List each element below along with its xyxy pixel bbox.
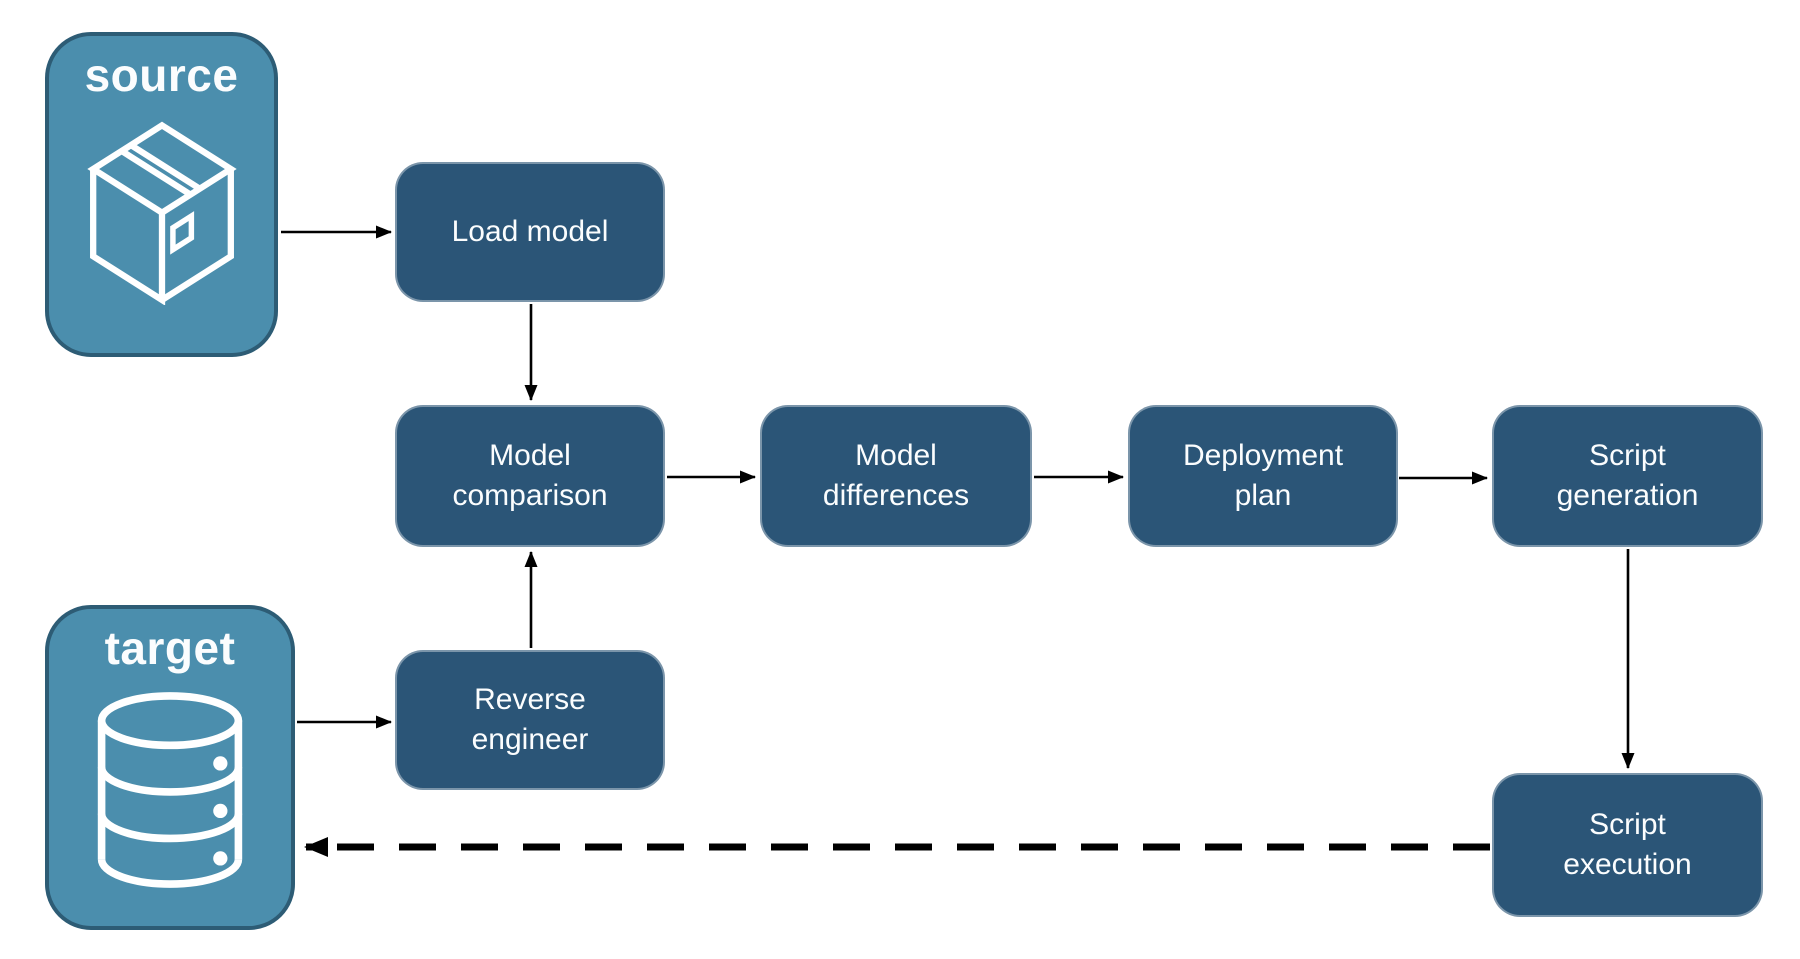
step-model-differences: Model differences [760, 405, 1032, 547]
step-load-model: Load model [395, 162, 665, 302]
step-script-execution-label: Script execution [1563, 808, 1692, 881]
step-reverse-engineer: Reverse engineer [395, 650, 665, 790]
step-model-differences-label: Model differences [822, 439, 970, 512]
database-icon [97, 692, 243, 889]
target-node-label: target [104, 622, 236, 674]
source-node: source [45, 32, 278, 357]
step-deployment-plan-label: Deployment plan [1182, 439, 1344, 512]
package-icon [86, 121, 237, 306]
step-load-model-label: Load model [451, 215, 609, 249]
step-model-comparison: Model comparison [395, 405, 665, 547]
step-deployment-plan: Deployment plan [1128, 405, 1398, 547]
step-script-execution: Script execution [1492, 773, 1763, 917]
step-script-generation-label: Script generation [1556, 439, 1699, 512]
step-script-generation: Script generation [1492, 405, 1763, 547]
step-model-comparison-label: Model comparison [452, 439, 608, 512]
step-reverse-engineer-label: Reverse engineer [471, 683, 589, 756]
source-node-label: source [84, 49, 239, 101]
target-node: target [45, 605, 295, 930]
